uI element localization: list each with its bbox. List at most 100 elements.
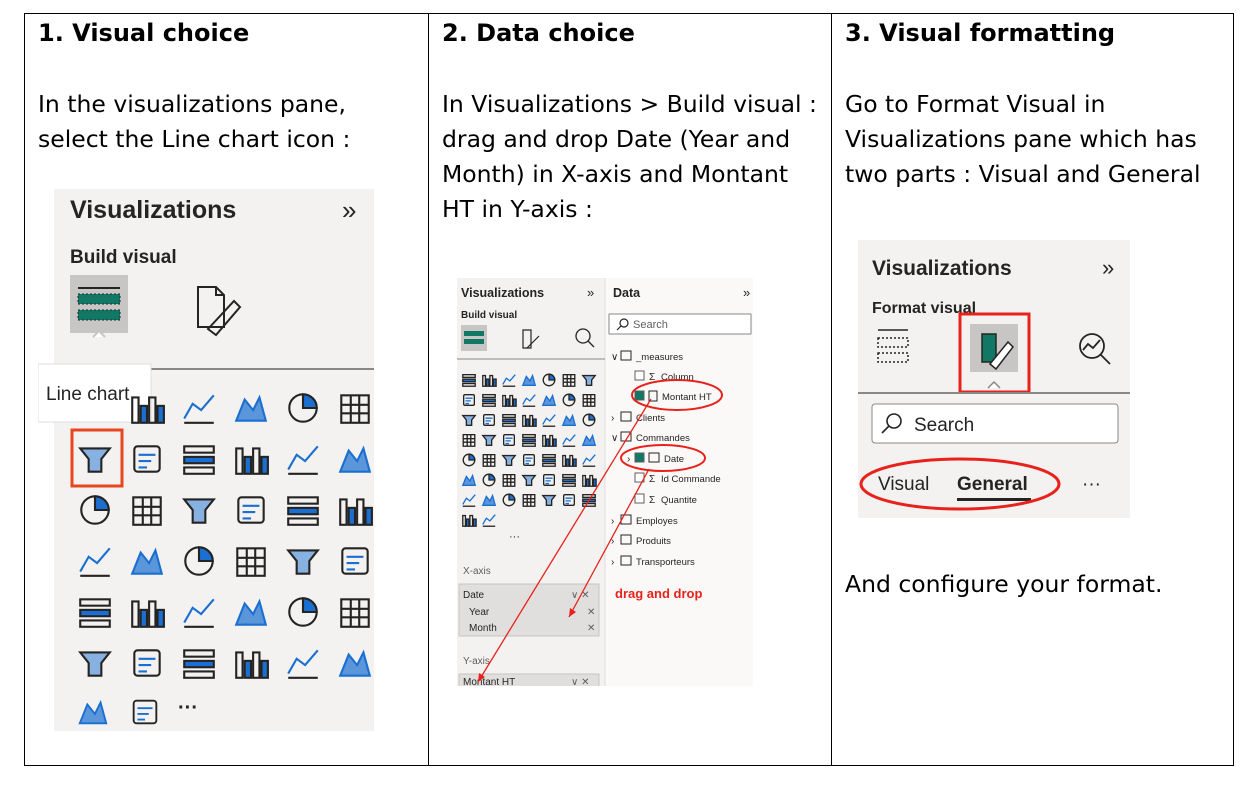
build-visual-tab-icon[interactable]: [70, 275, 128, 338]
funnel-icon[interactable]: [182, 498, 216, 524]
stacked-bar-icon[interactable]: [562, 473, 576, 487]
key-influencers-icon[interactable]: [501, 454, 517, 466]
stacked-column-icon[interactable]: [582, 474, 597, 487]
smart-narrative-icon[interactable]: [235, 651, 269, 679]
power-apps-icon[interactable]: [78, 699, 108, 725]
table-visual-icon[interactable]: [562, 434, 576, 447]
data-tree-item[interactable]: ›Clients: [611, 411, 665, 424]
data-tree-item[interactable]: ›Transporteurs: [611, 555, 695, 568]
100-bar-icon[interactable]: [502, 493, 516, 507]
power-automate-icon[interactable]: [132, 699, 158, 725]
decomposition-tree-icon[interactable]: [522, 453, 535, 466]
r-visual-icon[interactable]: [462, 453, 476, 467]
area-chart-icon[interactable]: [482, 393, 496, 407]
analytics-tab-icon[interactable]: [575, 328, 595, 348]
multirow-card-icon[interactable]: [341, 547, 369, 575]
format-search-input[interactable]: [871, 403, 1119, 444]
collapse-icon[interactable]: »: [342, 195, 356, 225]
azure-map-icon[interactable]: [482, 473, 496, 487]
remove-year-icon[interactable]: ✕: [587, 607, 595, 618]
data-tree-item[interactable]: ›Produits: [611, 534, 671, 547]
filled-map-icon[interactable]: [184, 546, 214, 576]
paginated-report-icon[interactable]: [461, 473, 477, 486]
matrix-icon[interactable]: [581, 433, 597, 446]
pie-icon[interactable]: [287, 496, 319, 526]
slicer-icon[interactable]: [131, 600, 165, 628]
decomposition-tree-icon[interactable]: [133, 649, 161, 677]
filled-map-icon[interactable]: [582, 413, 596, 427]
collapse-viz-icon[interactable]: »: [587, 285, 594, 300]
table-icon[interactable]: [542, 473, 555, 486]
pie-icon[interactable]: [502, 413, 516, 427]
clustered-column-icon[interactable]: [288, 393, 318, 423]
map-icon[interactable]: [561, 413, 577, 426]
more-visuals-icon[interactable]: ···: [178, 697, 198, 719]
python-visual-icon[interactable]: [482, 453, 496, 467]
tab-visual[interactable]: Visual: [878, 474, 929, 495]
tab-general[interactable]: General: [957, 474, 1028, 495]
stacked-bar-icon[interactable]: [482, 374, 497, 387]
smart-narrative-icon[interactable]: [562, 454, 577, 467]
card-icon[interactable]: [286, 549, 320, 575]
waterfall-icon[interactable]: [582, 393, 596, 407]
yaxis-well[interactable]: [458, 673, 600, 686]
line-column-icon[interactable]: [462, 514, 477, 527]
multirow-card-icon[interactable]: [502, 433, 515, 446]
r-visual-icon[interactable]: [288, 597, 318, 627]
build-visual-tab-icon[interactable]: [461, 325, 487, 351]
yaxis-field-controls[interactable]: ∨ ✕: [571, 677, 589, 686]
collapse-data-icon[interactable]: »: [743, 285, 750, 300]
goals-icon[interactable]: [582, 454, 596, 467]
stacked-area-icon[interactable]: [235, 447, 269, 475]
stacked-column-icon[interactable]: [502, 374, 516, 387]
format-visual-tab-icon[interactable]: [522, 329, 540, 349]
slicer-icon[interactable]: [542, 434, 557, 447]
format-visual-tab-icon[interactable]: [197, 286, 242, 337]
line-chart-icon[interactable]: [462, 393, 475, 406]
donut-icon[interactable]: [522, 414, 537, 427]
data-tree-item[interactable]: ›Date: [627, 452, 684, 465]
line-column-icon[interactable]: [522, 394, 536, 407]
data-tree-item[interactable]: ∨_measures: [611, 350, 683, 363]
funnel-icon[interactable]: [461, 414, 477, 426]
xaxis-well[interactable]: [458, 583, 600, 637]
stacked-column-icon[interactable]: [183, 394, 215, 424]
clustered-column-icon[interactable]: [481, 493, 497, 506]
build-visual-tab-icon[interactable]: [877, 329, 909, 363]
100-column-icon[interactable]: [581, 374, 597, 386]
kpi-icon[interactable]: [522, 433, 536, 447]
matrix-icon[interactable]: [234, 598, 268, 626]
line-chart-icon[interactable]: [133, 445, 161, 473]
collapse-icon[interactable]: »: [1102, 255, 1114, 280]
gauge-icon[interactable]: [462, 433, 476, 447]
data-search-input[interactable]: [608, 313, 752, 335]
remove-month-icon[interactable]: ✕: [587, 623, 595, 634]
clustered-bar-icon[interactable]: [462, 494, 476, 507]
more-options-icon[interactable]: ···: [1082, 474, 1101, 495]
data-tree-item[interactable]: Montant HT: [634, 390, 712, 403]
scatter-icon[interactable]: [237, 496, 265, 524]
treemap-icon[interactable]: [79, 547, 111, 577]
100-column-icon[interactable]: [522, 493, 536, 507]
area-chart-icon[interactable]: [562, 493, 575, 506]
card-icon[interactable]: [481, 434, 497, 446]
paginated-report-icon[interactable]: [338, 649, 372, 677]
gauge-icon[interactable]: [236, 547, 266, 577]
scatter-icon[interactable]: [482, 413, 495, 426]
power-automate-icon[interactable]: [521, 474, 537, 486]
table-visual-icon[interactable]: [183, 598, 215, 628]
ribbon-icon[interactable]: [80, 495, 110, 525]
map-icon[interactable]: [130, 547, 164, 575]
key-influencers-icon[interactable]: [78, 651, 112, 677]
qa-icon[interactable]: [542, 453, 556, 467]
100-bar-icon[interactable]: [340, 394, 370, 424]
python-visual-icon[interactable]: [340, 598, 370, 628]
waterfall-icon[interactable]: [132, 496, 162, 526]
stacked-bar-icon[interactable]: [131, 396, 165, 424]
line-chart-icon[interactable]: [541, 494, 557, 506]
goals-icon[interactable]: [287, 649, 319, 679]
ribbon-icon[interactable]: [562, 393, 576, 407]
qa-icon[interactable]: [183, 649, 215, 679]
